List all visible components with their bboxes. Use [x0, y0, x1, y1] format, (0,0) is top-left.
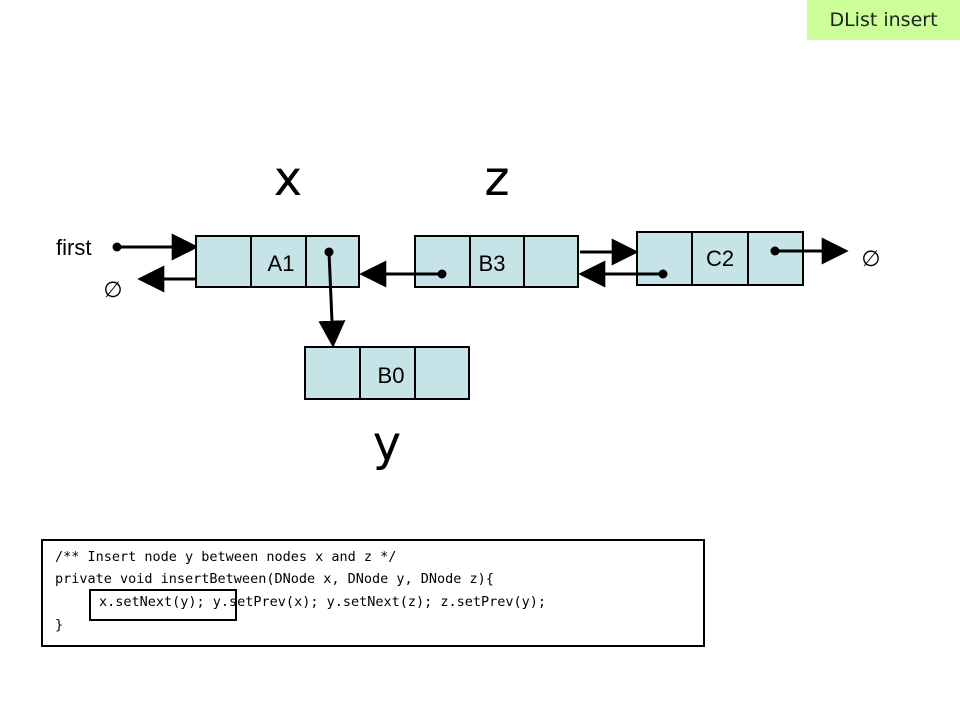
code-box: /** Insert node y between nodes x and z … [41, 539, 705, 647]
node-b0: B0 [304, 346, 470, 400]
code-line-body: x.setNext(y); y.setPrev(x); y.setNext(z)… [99, 594, 547, 610]
linked-list-diagram: x z y first ∅ A1 B3 C2 B0 [56, 151, 881, 472]
node-b0-label: B0 [378, 363, 405, 388]
code-line-close: } [55, 617, 64, 633]
node-c2-label: C2 [706, 246, 734, 271]
null-symbol-left: ∅ [103, 278, 122, 303]
slide-tag-label: DList insert [829, 9, 938, 31]
node-b3-label: B3 [479, 251, 506, 276]
slide-tag: DList insert [807, 0, 960, 40]
label-x: x [274, 151, 302, 207]
code-line-comment: /** Insert node y between nodes x and z … [55, 549, 397, 565]
node-a1-label: A1 [268, 251, 295, 276]
highlight-box [89, 589, 237, 621]
a1-next-arrow [318, 251, 346, 348]
label-y: y [373, 416, 401, 472]
null-symbol-right: ∅ [861, 247, 880, 272]
label-first: first [56, 235, 91, 260]
node-b3: B3 [414, 235, 579, 288]
label-z: z [484, 151, 509, 207]
code-line-signature: private void insertBetween(DNode x, DNod… [55, 571, 494, 587]
node-a1: A1 [195, 235, 360, 288]
